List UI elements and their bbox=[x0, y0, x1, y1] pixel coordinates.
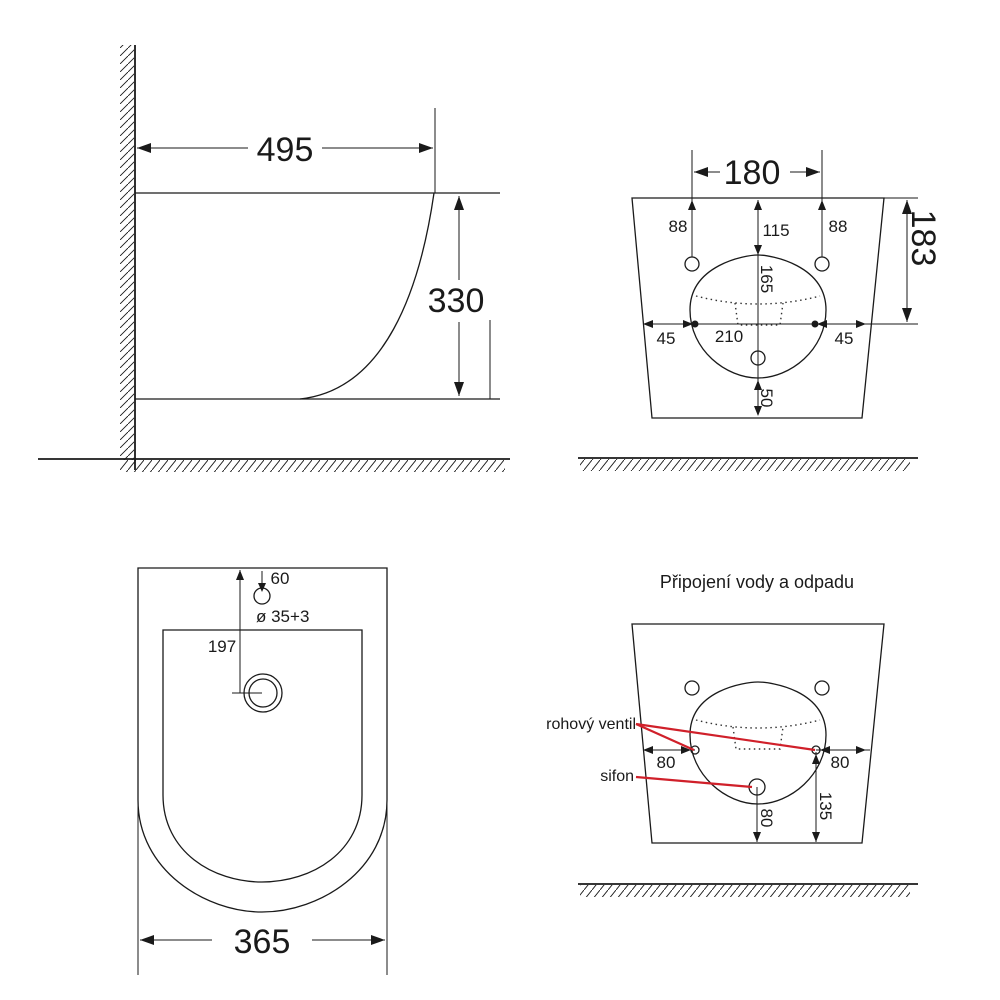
arrow-left bbox=[643, 746, 653, 754]
arrow-down bbox=[258, 583, 266, 592]
hole-offset-label: 60 bbox=[271, 569, 290, 588]
connection-title: Připojení vody a odpadu bbox=[660, 572, 854, 592]
rear-outline bbox=[631, 623, 885, 844]
arrow-up bbox=[688, 200, 696, 210]
bottom-gap-label: 50 bbox=[757, 389, 776, 408]
arrow-up bbox=[754, 380, 762, 390]
arrow-left bbox=[137, 143, 151, 153]
arrow-up bbox=[454, 196, 464, 210]
arrow-down bbox=[902, 308, 912, 322]
arrow-up bbox=[902, 200, 912, 214]
leader-siphon bbox=[635, 775, 753, 789]
arrow-right bbox=[856, 746, 866, 754]
arrow-right bbox=[856, 320, 866, 328]
right-offset-label: 88 bbox=[829, 217, 848, 236]
bowl-outline bbox=[689, 254, 827, 379]
fixing-hole-left bbox=[684, 680, 700, 696]
bidet-front-curve bbox=[299, 192, 435, 400]
arrow-right bbox=[419, 143, 433, 153]
arrow-down bbox=[754, 406, 762, 416]
floor-hatch bbox=[580, 885, 910, 897]
leader-valve-left bbox=[635, 722, 695, 752]
side-right-label: 45 bbox=[835, 329, 854, 348]
width-label: 365 bbox=[234, 923, 291, 961]
arrow-down bbox=[454, 382, 464, 396]
arrow-left bbox=[694, 167, 708, 177]
arrow-down bbox=[812, 832, 820, 842]
dotted-rim bbox=[695, 295, 821, 305]
top-view: 60 ø 35+3 197 365 bbox=[137, 567, 388, 975]
dotted-rim bbox=[695, 719, 821, 729]
dotted-trap bbox=[732, 726, 784, 750]
drain-height-label: 80 bbox=[757, 809, 776, 828]
siphon-label: sifon bbox=[600, 768, 634, 785]
rear-outline bbox=[631, 197, 885, 419]
floor-hatch bbox=[580, 459, 910, 471]
arrow-left bbox=[817, 320, 827, 328]
hole-depth-label: 197 bbox=[208, 637, 236, 656]
inner-outline bbox=[162, 629, 363, 883]
bolt-spacing-label: 210 bbox=[715, 327, 743, 346]
arrow-up bbox=[754, 200, 762, 210]
floor-hatch bbox=[120, 460, 505, 472]
arrow-down bbox=[753, 832, 761, 842]
arrow-left bbox=[643, 320, 653, 328]
connection-view: Připojení vody a odpadu 80 80 80 135 bbox=[546, 572, 918, 897]
arrow-right bbox=[683, 320, 693, 328]
fixing-hole-right bbox=[814, 680, 830, 696]
arrow-up bbox=[818, 200, 826, 210]
leader-valve-right bbox=[635, 722, 816, 752]
hole-spacing-label: 180 bbox=[724, 154, 781, 192]
side-left-label: 45 bbox=[657, 329, 676, 348]
side-view: 495 330 bbox=[38, 45, 510, 472]
left-80-label: 80 bbox=[657, 753, 676, 772]
dotted-trap bbox=[734, 302, 784, 326]
fixing-hole-right bbox=[814, 256, 830, 272]
height-label: 330 bbox=[428, 282, 485, 320]
arrow-left bbox=[140, 935, 154, 945]
outer-outline bbox=[137, 567, 388, 913]
arrow-up bbox=[812, 754, 820, 764]
top-to-outlet-label: 115 bbox=[762, 221, 789, 240]
arrow-down bbox=[754, 245, 762, 255]
fixing-hole-left bbox=[684, 256, 700, 272]
rear-view: 180 183 88 88 115 165 50 45 210 45 bbox=[578, 150, 942, 471]
valve-label: rohový ventil bbox=[546, 716, 636, 733]
left-offset-label: 88 bbox=[669, 217, 688, 236]
valve-height-label: 135 bbox=[816, 792, 835, 820]
arrow-right bbox=[371, 935, 385, 945]
right-80-label: 80 bbox=[831, 753, 850, 772]
arrow-up bbox=[236, 570, 244, 580]
height-label: 183 bbox=[904, 210, 942, 267]
arrow-left bbox=[820, 746, 830, 754]
bowl-outline bbox=[689, 681, 827, 805]
arrow-right bbox=[806, 167, 820, 177]
depth-label: 495 bbox=[257, 131, 314, 169]
outlet-height-label: 165 bbox=[757, 265, 776, 293]
wall-hatch bbox=[120, 45, 134, 460]
arrow-right bbox=[681, 746, 691, 754]
hole-diameter-label: ø 35+3 bbox=[256, 607, 309, 626]
